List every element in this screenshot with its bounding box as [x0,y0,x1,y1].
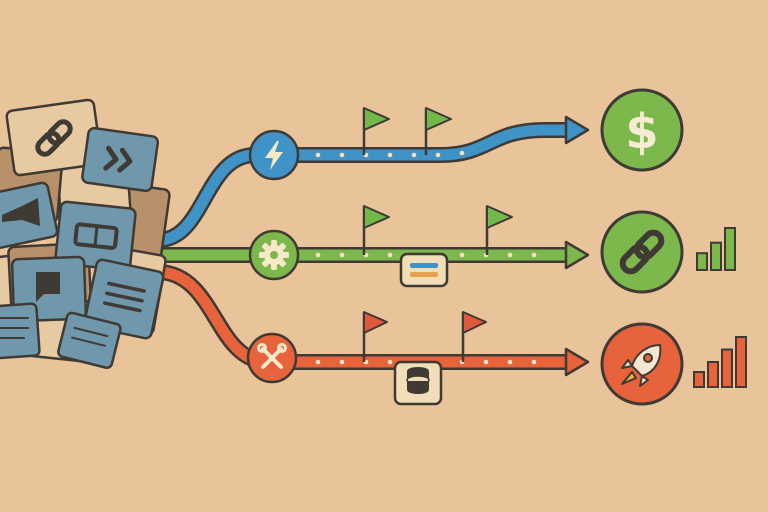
pile-card-megaphone [0,181,59,250]
fast-forward-icon [103,145,133,173]
track-blue-start-node [248,129,300,181]
rocket-icon [621,344,662,387]
growth-bar [707,361,719,388]
track-green-end-node [600,210,684,294]
track-blue-arrowhead [564,115,590,145]
milestone-flag [362,107,390,155]
track-blue: $ [152,88,684,248]
growth-bars-green [696,227,736,271]
track-green-start-node [248,229,300,281]
flag-icon [36,272,60,302]
track-green-arrowhead [564,240,590,270]
track-green [157,205,736,294]
document-lines-icon [102,281,146,313]
pile-card-fast-forward [81,126,160,193]
track-red-dots [315,359,537,365]
track-blue-end-node: $ [600,88,684,172]
track-red-end-node [600,322,684,406]
pile-card-link [5,98,103,177]
dollar-icon: $ [625,104,658,160]
track-red-start-node [246,332,298,384]
growth-bar [735,336,747,388]
link-icon [619,229,665,275]
milestone-flag [424,107,452,155]
track-red [152,264,747,406]
milestone-flag [461,311,487,362]
megaphone-icon [2,198,40,226]
track-green-dots [315,252,537,258]
card-pile [0,98,171,370]
pile-card-toggle [54,200,137,272]
card-icon [399,252,449,288]
growth-bar [721,348,733,388]
milestone-flag [485,205,513,255]
growth-bar [693,371,705,388]
lightning-icon [265,141,283,170]
link-icon [35,119,73,157]
pile-card-document [83,258,165,340]
milestone-flag [362,311,388,362]
track-red-arrowhead [564,347,590,377]
tools-icon [257,343,287,369]
milestone-flag [362,205,390,255]
growth-bars-red [693,336,747,388]
track-blue-dots [315,150,465,158]
toggle-icon [73,222,119,250]
database-icon [393,360,443,406]
growth-bar [696,252,708,271]
growth-bar [724,227,736,271]
growth-bar [710,241,722,271]
